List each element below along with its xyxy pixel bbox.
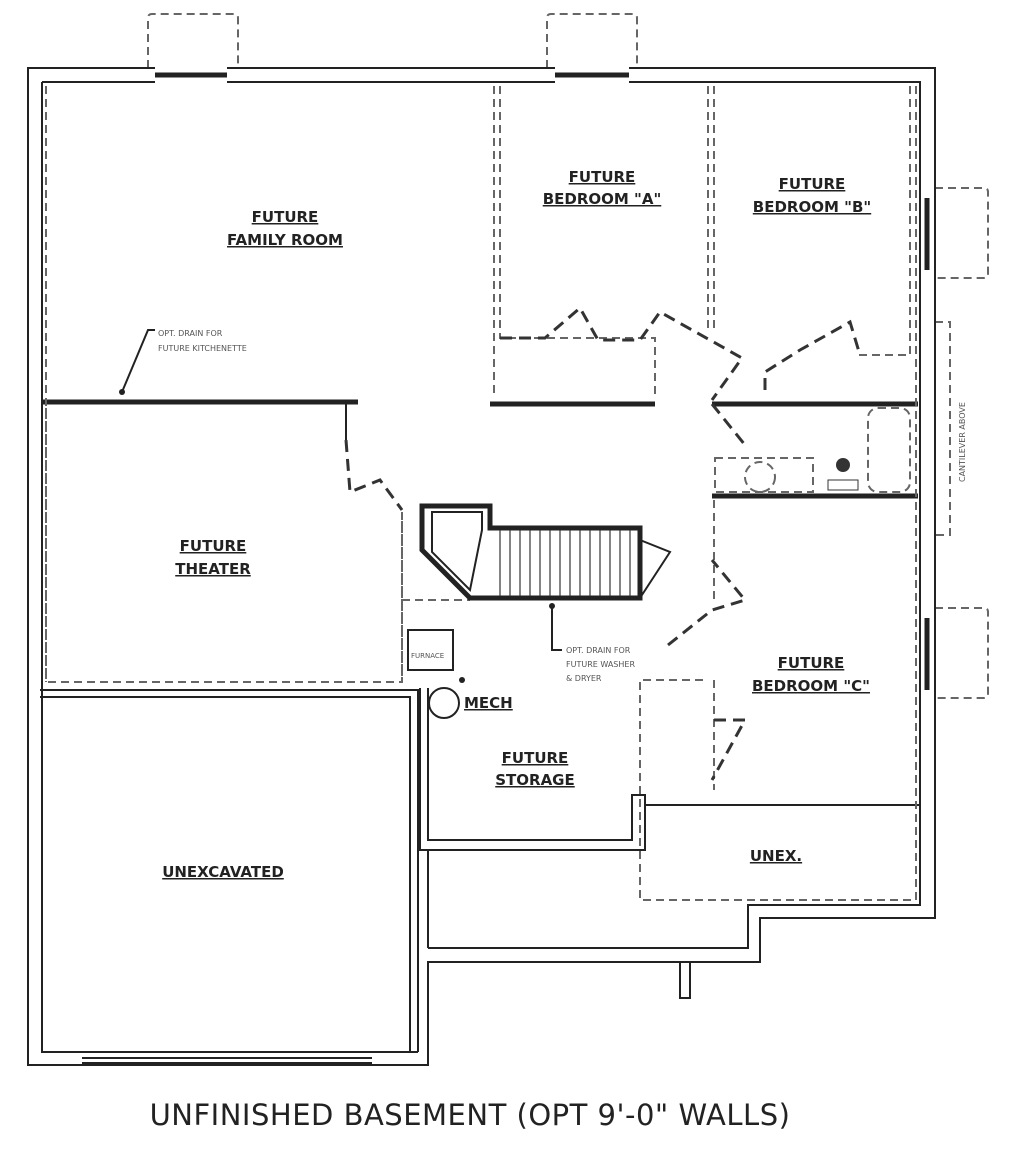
- room-label-storage-1: FUTURE: [502, 749, 569, 767]
- note-kitchenette-1: OPT. DRAIN FOR: [158, 329, 223, 338]
- room-label-family-2: FAMILY ROOM: [227, 231, 343, 249]
- future-partitions: [45, 86, 917, 901]
- stairs[interactable]: [419, 503, 672, 601]
- room-label-bedroom-c-2: BEDROOM "C": [752, 677, 870, 695]
- drain-callouts: [119, 329, 562, 651]
- note-washer-1: OPT. DRAIN FOR: [566, 646, 631, 655]
- room-label-bedroom-a-1: FUTURE: [569, 168, 636, 186]
- room-label-unex: UNEX.: [750, 847, 802, 865]
- room-label-unexcavated: UNEXCAVATED: [162, 863, 284, 881]
- room-label-bedroom-b-1: FUTURE: [779, 175, 846, 193]
- note-furnace: FURNACE: [411, 652, 444, 660]
- window-wells: [147, 13, 989, 699]
- note-washer-2: FUTURE WASHER: [566, 660, 635, 669]
- unexcavated-area: [40, 689, 419, 1052]
- room-label-bedroom-a-2: BEDROOM "A": [543, 190, 662, 208]
- room-label-storage-2: STORAGE: [495, 771, 575, 789]
- note-kitchenette-2: FUTURE KITCHENETTE: [158, 344, 247, 353]
- toilet-icon: [836, 458, 850, 472]
- interior-walls: [42, 399, 920, 999]
- mech-equipment: [407, 458, 859, 719]
- note-cantilever: CANTILEVER ABOVE: [958, 402, 967, 482]
- room-label-theater-1: FUTURE: [180, 537, 247, 555]
- room-label-bedroom-c-1: FUTURE: [778, 654, 845, 672]
- room-label-bedroom-b-2: BEDROOM "B": [753, 198, 871, 216]
- door-swings: [344, 305, 862, 781]
- room-label-family-1: FUTURE: [252, 208, 319, 226]
- note-washer-3: & DRYER: [566, 674, 602, 683]
- room-label-theater-2: THEATER: [175, 560, 251, 578]
- plan-title: UNFINISHED BASEMENT (OPT 9'-0" WALLS): [149, 1098, 791, 1132]
- room-label-mech: MECH: [464, 694, 513, 712]
- exterior-walls: [27, 66, 936, 1066]
